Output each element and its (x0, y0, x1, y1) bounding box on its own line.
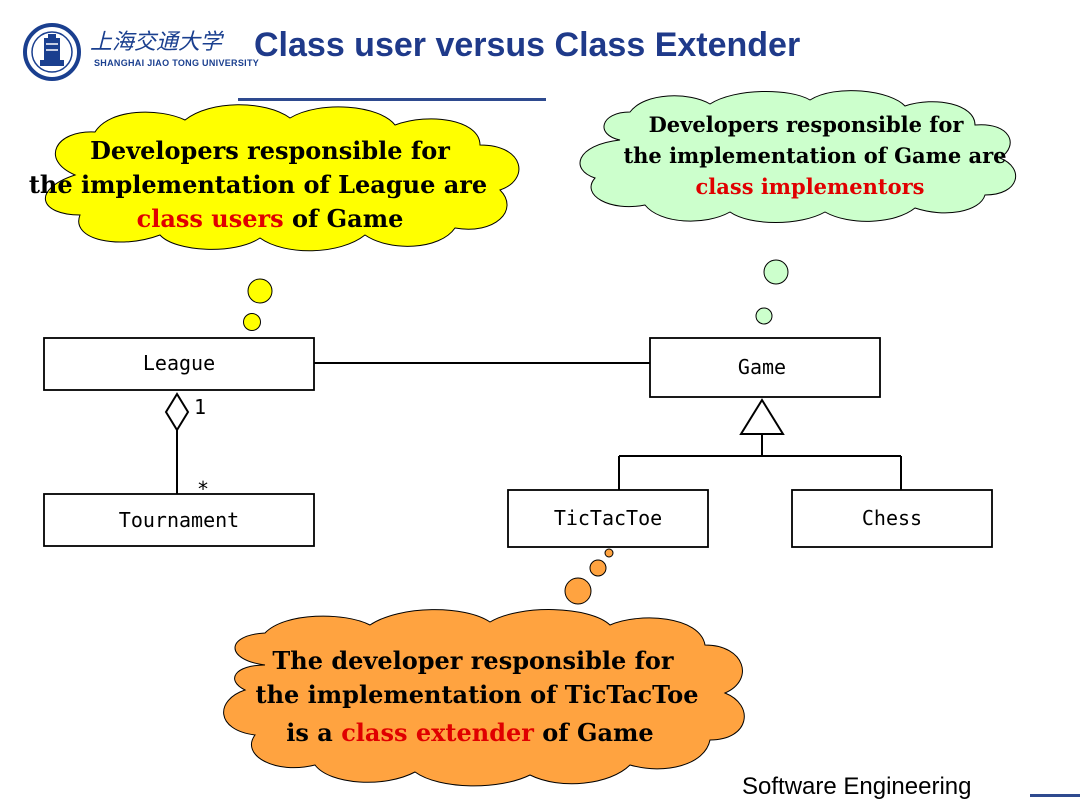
cloud-extender-line1: The developer responsible for (272, 646, 674, 675)
cloud-users-line3: class users of Game (137, 204, 404, 233)
generalization-game (618, 398, 902, 490)
cloud-users-line1: Developers responsible for (90, 136, 450, 165)
logo-chinese-name: 上海交通大学 (90, 30, 223, 55)
multiplicity-many: * (197, 477, 209, 501)
logo-english-name: SHANGHAI JIAO TONG UNIVERSITY (94, 58, 260, 68)
thought-bubble-small (604, 548, 614, 558)
class-game: Game (649, 337, 881, 398)
thought-bubble-large (763, 259, 789, 285)
university-seal-icon (23, 23, 81, 81)
university-logo: 上海交通大学 SHANGHAI JIAO TONG UNIVERSITY (22, 22, 259, 88)
class-game-label: Game (738, 355, 786, 379)
thought-bubble-medium (243, 313, 261, 331)
inheritance-triangle (739, 398, 785, 435)
class-league: League (43, 337, 315, 391)
slide-title: Class user versus Class Extender (254, 26, 801, 64)
footer-rule (1030, 794, 1080, 797)
cloud-implementors-line2: the implementation of Game are (623, 143, 1006, 168)
class-chess: Chess (791, 489, 993, 548)
thought-bubble-large (564, 577, 592, 605)
cloud-users-line2: the implementation of League are (29, 170, 487, 199)
class-league-label: League (143, 351, 215, 375)
cloud-class-implementors: Developers responsible for the implement… (579, 90, 1017, 223)
thought-bubble-medium (589, 559, 607, 577)
multiplicity-one: 1 (194, 395, 206, 419)
cloud-extender-highlight: class extender (341, 718, 534, 747)
cloud-extender-line2: the implementation of TicTacToe (256, 680, 699, 709)
class-chess-label: Chess (862, 506, 922, 530)
cloud-extender-rest: of Game (534, 718, 654, 747)
aggregation-league-tournament: 1 * (164, 392, 209, 501)
class-tictactoe-label: TicTacToe (554, 506, 662, 530)
cloud-implementors-highlight: class implementors (696, 174, 925, 199)
class-tictactoe: TicTacToe (507, 489, 709, 548)
cloud-extender-line3: is a class extender of Game (286, 718, 653, 747)
cloud-class-users: Developers responsible for the implement… (29, 104, 520, 252)
class-tournament: Tournament (43, 493, 315, 547)
class-tournament-label: Tournament (119, 508, 239, 532)
cloud-extender-prefix: is a (286, 718, 341, 747)
cloud-users-highlight: class users (137, 204, 284, 233)
aggregation-diamond (164, 392, 190, 432)
thought-bubble-medium (755, 307, 773, 325)
title-underline (238, 98, 546, 101)
footer-label: Software Engineering (742, 773, 972, 800)
cloud-implementors-line1: Developers responsible for (649, 112, 965, 137)
cloud-users-rest: of Game (284, 204, 404, 233)
thought-bubble-large (247, 278, 273, 304)
cloud-class-extender: The developer responsible for the implem… (223, 609, 745, 787)
